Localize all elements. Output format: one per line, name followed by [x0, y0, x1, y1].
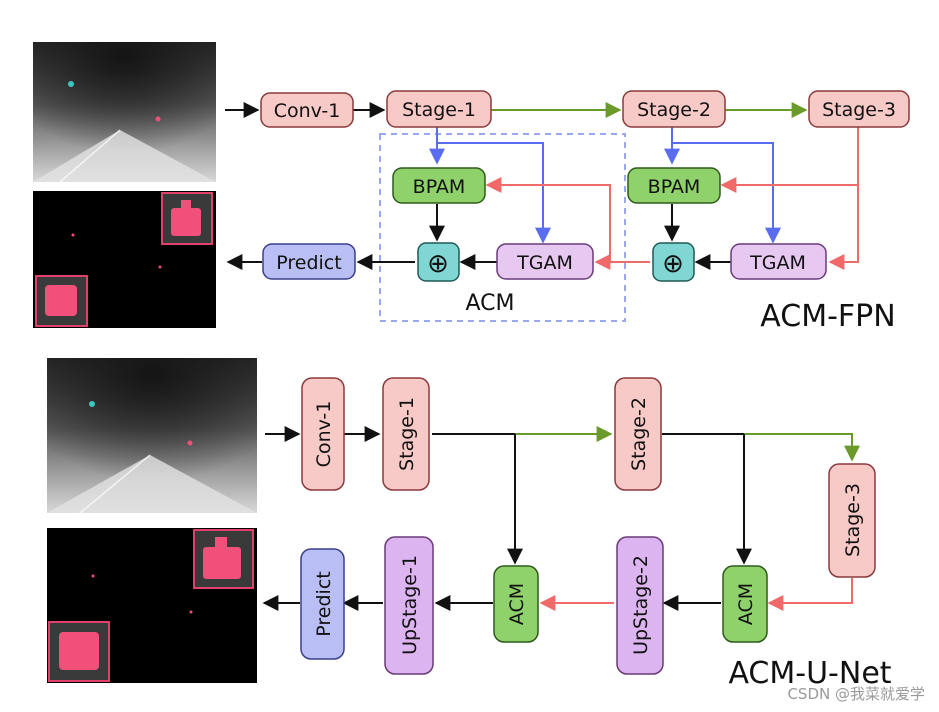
- fpn-input-image: [33, 42, 216, 183]
- svg-text:Stage-3: Stage-3: [822, 99, 896, 121]
- fpn-tgam1-box: TGAM: [496, 243, 594, 280]
- unet-stage3-box: Stage-3: [828, 463, 876, 578]
- svg-text:UpStage-1: UpStage-1: [399, 555, 421, 655]
- svg-text:Stage-1: Stage-1: [402, 99, 476, 121]
- watermark: CSDN @我菜就爱学: [787, 685, 925, 703]
- fpn-arrows: [225, 102, 859, 270]
- fpn-title: ACM-FPN: [760, 299, 895, 334]
- fpn-mask-image: [33, 191, 216, 328]
- svg-text:⊕: ⊕: [427, 249, 449, 279]
- unet-predict-box: Predict: [300, 548, 345, 660]
- fpn-conv1-box: Conv-1: [260, 92, 354, 128]
- fpn-stage3-box: Stage-3: [808, 90, 910, 128]
- unet-acm1-box: ACM: [493, 565, 539, 643]
- fpn-predict-box: Predict: [262, 243, 356, 280]
- unet-upstage2-box: UpStage-2: [616, 536, 664, 675]
- svg-text:Conv-1: Conv-1: [313, 401, 335, 468]
- svg-text:Stage-2: Stage-2: [628, 397, 650, 471]
- unet-mask-image: [47, 528, 257, 683]
- svg-text:Stage-1: Stage-1: [396, 397, 418, 471]
- svg-text:ACM: ACM: [735, 583, 757, 625]
- fpn-tgam2-box: TGAM: [730, 243, 827, 280]
- unet-title: ACM-U-Net: [728, 656, 891, 691]
- fpn-bpam2-box: BPAM: [627, 167, 721, 204]
- fpn-acm-label: ACM: [465, 291, 514, 316]
- fpn-sum2-node: ⊕: [652, 242, 695, 282]
- unet-conv1-box: Conv-1: [301, 377, 345, 491]
- svg-text:ACM: ACM: [506, 583, 528, 625]
- unet-input-image: [47, 358, 257, 514]
- unet-arrows: [262, 426, 860, 611]
- svg-text:Predict: Predict: [313, 571, 335, 636]
- fpn-stage2-box: Stage-2: [622, 90, 726, 128]
- fpn-stage1-box: Stage-1: [386, 90, 492, 128]
- unet-acm2-box: ACM: [722, 565, 768, 643]
- svg-text:UpStage-2: UpStage-2: [630, 555, 652, 655]
- svg-text:Stage-2: Stage-2: [637, 99, 711, 121]
- fpn-sum1-node: ⊕: [417, 242, 460, 282]
- svg-text:⊕: ⊕: [662, 249, 684, 279]
- unet-upstage1-box: UpStage-1: [384, 536, 434, 675]
- acm-dashed-region: [379, 133, 626, 322]
- svg-text:Conv-1: Conv-1: [274, 100, 341, 122]
- svg-text:BPAM: BPAM: [413, 176, 466, 198]
- svg-text:Predict: Predict: [276, 252, 341, 274]
- unet-stage1-box: Stage-1: [382, 377, 430, 491]
- svg-text:TGAM: TGAM: [749, 252, 806, 274]
- fpn-bpam1-box: BPAM: [392, 167, 486, 204]
- svg-text:TGAM: TGAM: [516, 252, 573, 274]
- svg-text:Stage-3: Stage-3: [842, 483, 864, 557]
- unet-stage2-box: Stage-2: [614, 377, 662, 491]
- svg-text:BPAM: BPAM: [648, 176, 701, 198]
